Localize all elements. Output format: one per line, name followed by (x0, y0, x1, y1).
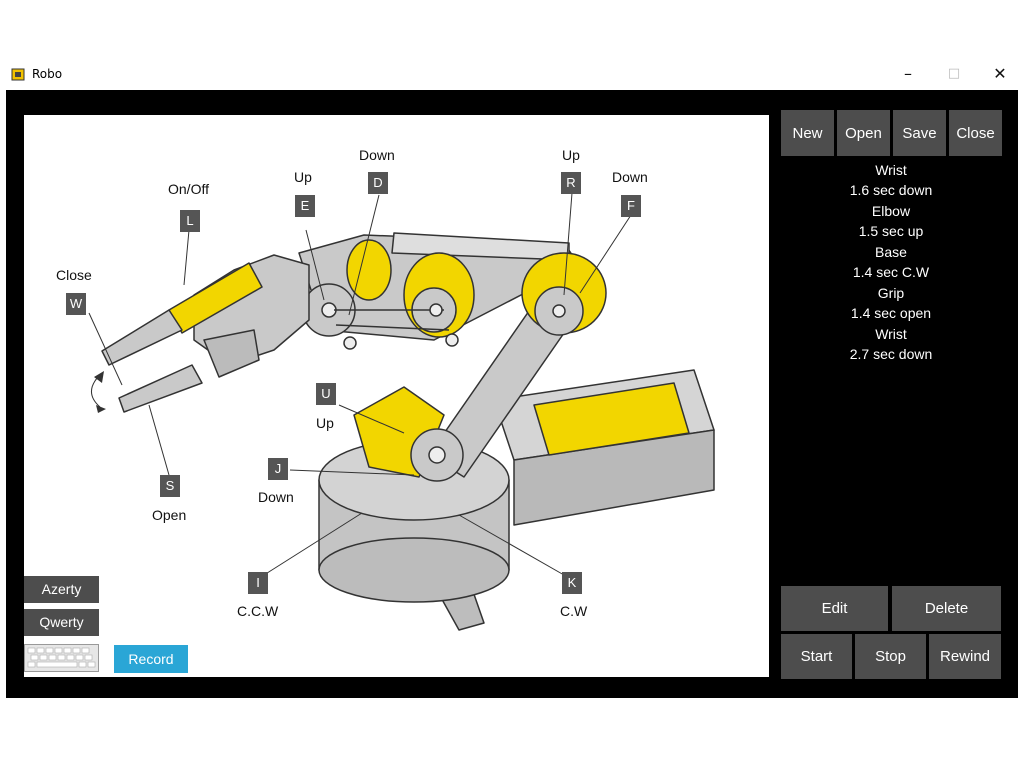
log-action: 2.7 sec down (849, 346, 933, 362)
key-r: R (561, 172, 581, 194)
delete-button[interactable]: Delete (892, 586, 1001, 631)
edit-button[interactable]: Edit (781, 586, 888, 631)
window-title: Robo (32, 67, 63, 81)
label-on-off: On/Off (168, 181, 209, 197)
rewind-button[interactable]: Rewind (929, 634, 1001, 679)
label-down-f: Down (612, 169, 648, 185)
close-window-button[interactable]: ✕ (993, 64, 1007, 83)
qwerty-button[interactable]: Qwerty (24, 609, 99, 636)
key-k: K (562, 572, 582, 594)
log-joint: Base (875, 244, 907, 260)
key-s: S (160, 475, 180, 497)
open-button[interactable]: Open (837, 110, 890, 156)
azerty-button[interactable]: Azerty (24, 576, 99, 603)
key-u: U (316, 383, 336, 405)
start-button[interactable]: Start (781, 634, 852, 679)
label-up-r: Up (562, 147, 580, 163)
key-j: J (268, 458, 288, 480)
robot-arm-illustration (88, 192, 715, 631)
log-action: 1.4 sec open (850, 305, 932, 321)
log-action: 1.5 sec up (858, 223, 924, 239)
log-entry[interactable]: Wrist 1.6 sec down (781, 160, 1001, 200)
log-joint: Wrist (875, 326, 907, 342)
log-entry[interactable]: Elbow 1.5 sec up (781, 201, 1001, 241)
log-action: 1.4 sec C.W (852, 264, 930, 280)
sequence-log: Wrist 1.6 sec down Elbow 1.5 sec up Base… (781, 160, 1001, 365)
record-button[interactable]: Record (114, 645, 188, 673)
log-action: 1.6 sec down (849, 182, 933, 198)
keyboard-icon[interactable] (24, 644, 99, 672)
minimize-button[interactable]: – (904, 64, 912, 83)
save-button[interactable]: Save (893, 110, 946, 156)
app-icon (11, 68, 25, 81)
log-joint: Elbow (871, 203, 911, 219)
label-down-j: Down (258, 489, 294, 505)
label-ccw: C.C.W (237, 603, 279, 619)
key-l: L (180, 210, 200, 232)
key-d: D (368, 172, 388, 194)
log-entry[interactable]: Base 1.4 sec C.W (781, 242, 1001, 282)
label-cw: C.W (560, 603, 588, 619)
new-button[interactable]: New (781, 110, 834, 156)
label-up-e: Up (294, 169, 312, 185)
maximize-button[interactable]: □ (947, 66, 961, 81)
label-open: Open (152, 507, 187, 523)
log-joint: Wrist (875, 162, 907, 178)
label-close: Close (56, 267, 92, 283)
robot-arm-diagram: L On/Off W Close S Open E Up D Down R Up… (24, 115, 769, 677)
label-up-u: Up (316, 415, 334, 431)
key-i: I (248, 572, 268, 594)
stop-button[interactable]: Stop (855, 634, 926, 679)
log-entry[interactable]: Grip 1.4 sec open (781, 283, 1001, 323)
key-f: F (621, 195, 641, 217)
label-down-d: Down (359, 147, 395, 163)
key-e: E (295, 195, 315, 217)
title-bar: Robo – □ ✕ (0, 60, 1024, 90)
log-entry[interactable]: Wrist 2.7 sec down (781, 324, 1001, 364)
log-joint: Grip (877, 285, 905, 301)
close-file-button[interactable]: Close (949, 110, 1002, 156)
key-w: W (66, 293, 86, 315)
